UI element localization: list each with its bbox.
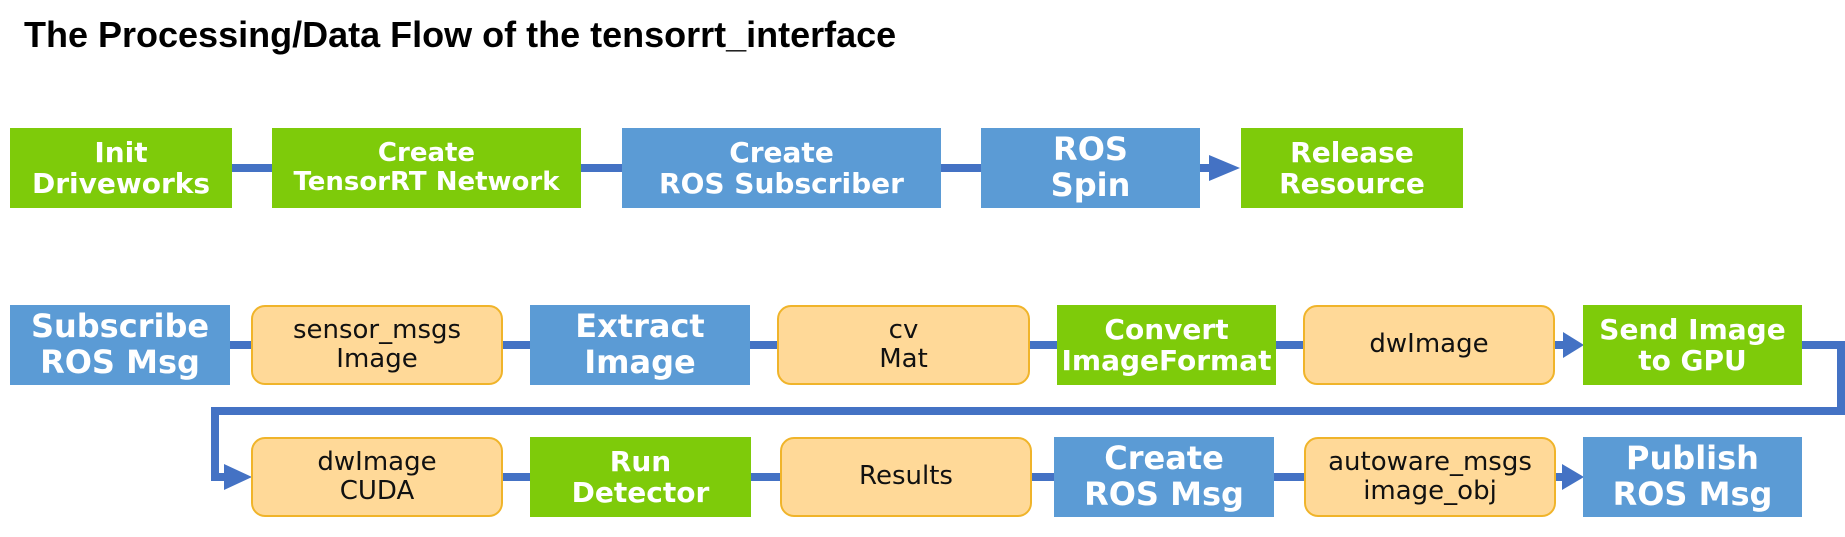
arrowhead-icon	[1562, 464, 1584, 490]
arrowhead-icon	[1209, 155, 1240, 181]
page-title: The Processing/Data Flow of the tensorrt…	[24, 14, 897, 55]
connector-wrap	[211, 341, 1845, 481]
dwimage-data: dwImage	[1303, 305, 1555, 385]
arrowhead-icon	[1563, 332, 1584, 358]
arrowhead-icon	[224, 464, 252, 490]
results-data: Results	[780, 437, 1032, 517]
